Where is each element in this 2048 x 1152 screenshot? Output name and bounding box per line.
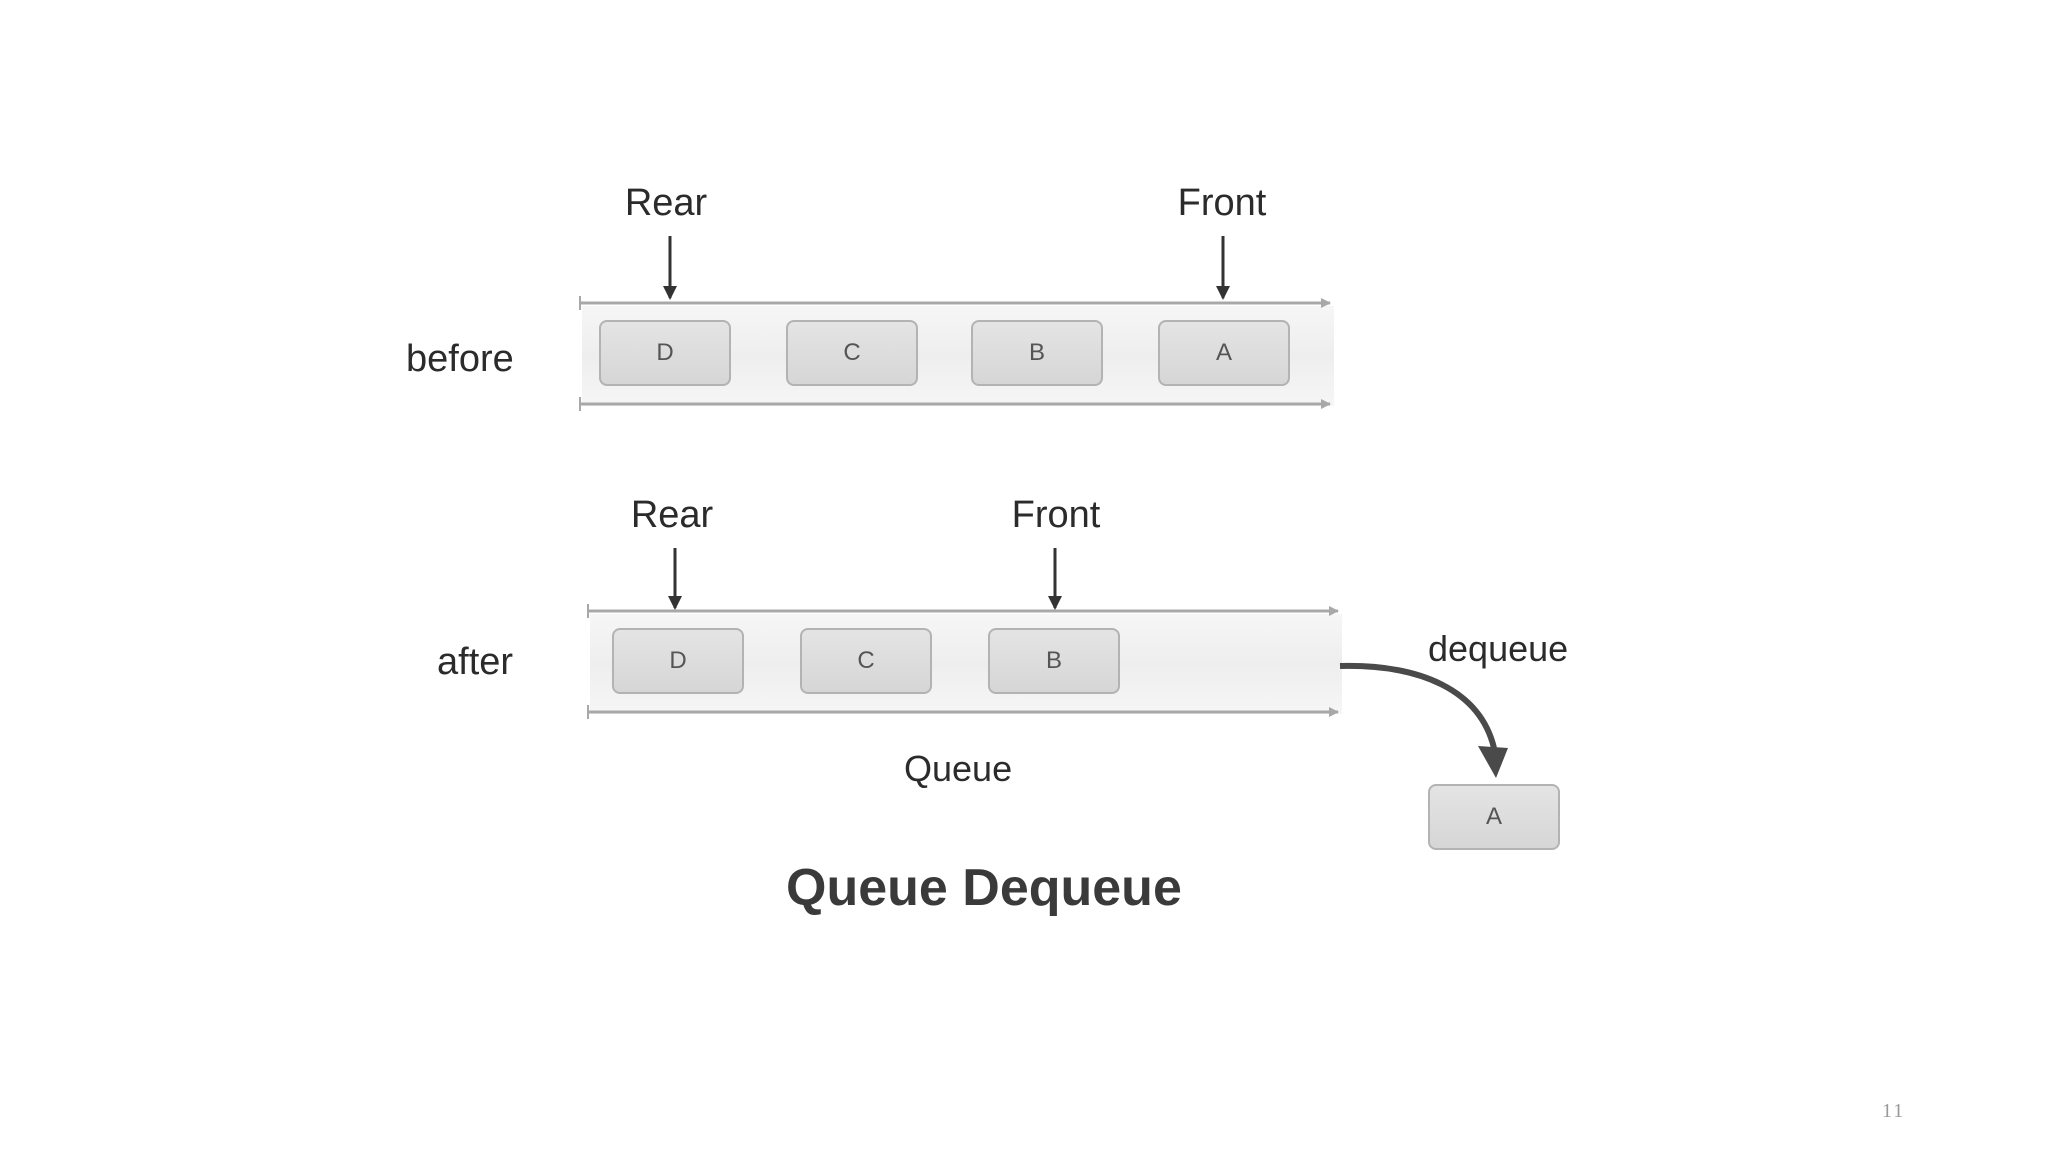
dequeued-item-a: A <box>1428 784 1560 850</box>
dequeue-label: dequeue <box>1428 628 1569 669</box>
after-bottom-rail <box>587 705 1339 719</box>
before-front-label: Front <box>1177 182 1267 224</box>
diagram-title: Queue Dequeue <box>786 859 1182 917</box>
dequeue-arrow <box>1339 662 1497 749</box>
after-rear-label: Rear <box>630 494 714 536</box>
after-item-d: D <box>612 628 744 694</box>
before-item-a: A <box>1158 320 1290 386</box>
before-item-b: B <box>971 320 1103 386</box>
after-front-label: Front <box>1011 494 1101 536</box>
before-bottom-rail <box>579 397 1331 411</box>
after-item-b: B <box>988 628 1120 694</box>
dequeue-arrow-head <box>1478 746 1508 778</box>
queue-caption: Queue <box>904 748 1013 789</box>
after-top-rail <box>587 604 1339 618</box>
after-row-label: after <box>437 641 514 683</box>
page-number: 11 <box>1882 1100 1906 1122</box>
before-item-c: C <box>786 320 918 386</box>
after-item-c: C <box>800 628 932 694</box>
before-row-label: before <box>406 338 514 380</box>
before-top-rail <box>579 296 1331 310</box>
before-rear-label: Rear <box>624 182 708 224</box>
before-item-d: D <box>599 320 731 386</box>
